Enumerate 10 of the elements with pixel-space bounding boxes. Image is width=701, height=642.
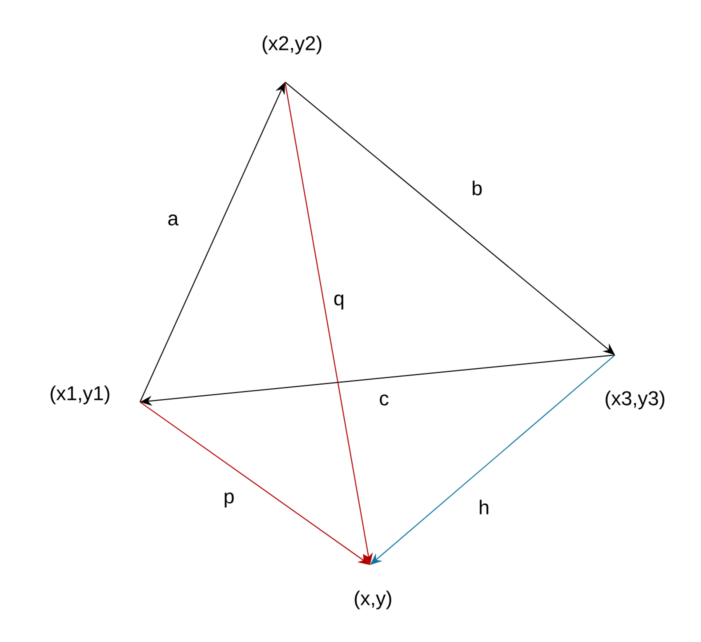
point-label: (x2,y2) [262,36,322,54]
edge-label: p [222,492,236,508]
point-label: (x1,y1) [50,386,110,404]
point-label: (x3,y3) [606,390,664,410]
edge-label: q [332,294,346,310]
edge-label: h [477,498,491,516]
edge-label: c [378,394,390,406]
point-label: (x,y) [354,590,392,610]
edge-label: a [166,214,180,226]
edge-label: b [470,180,484,196]
